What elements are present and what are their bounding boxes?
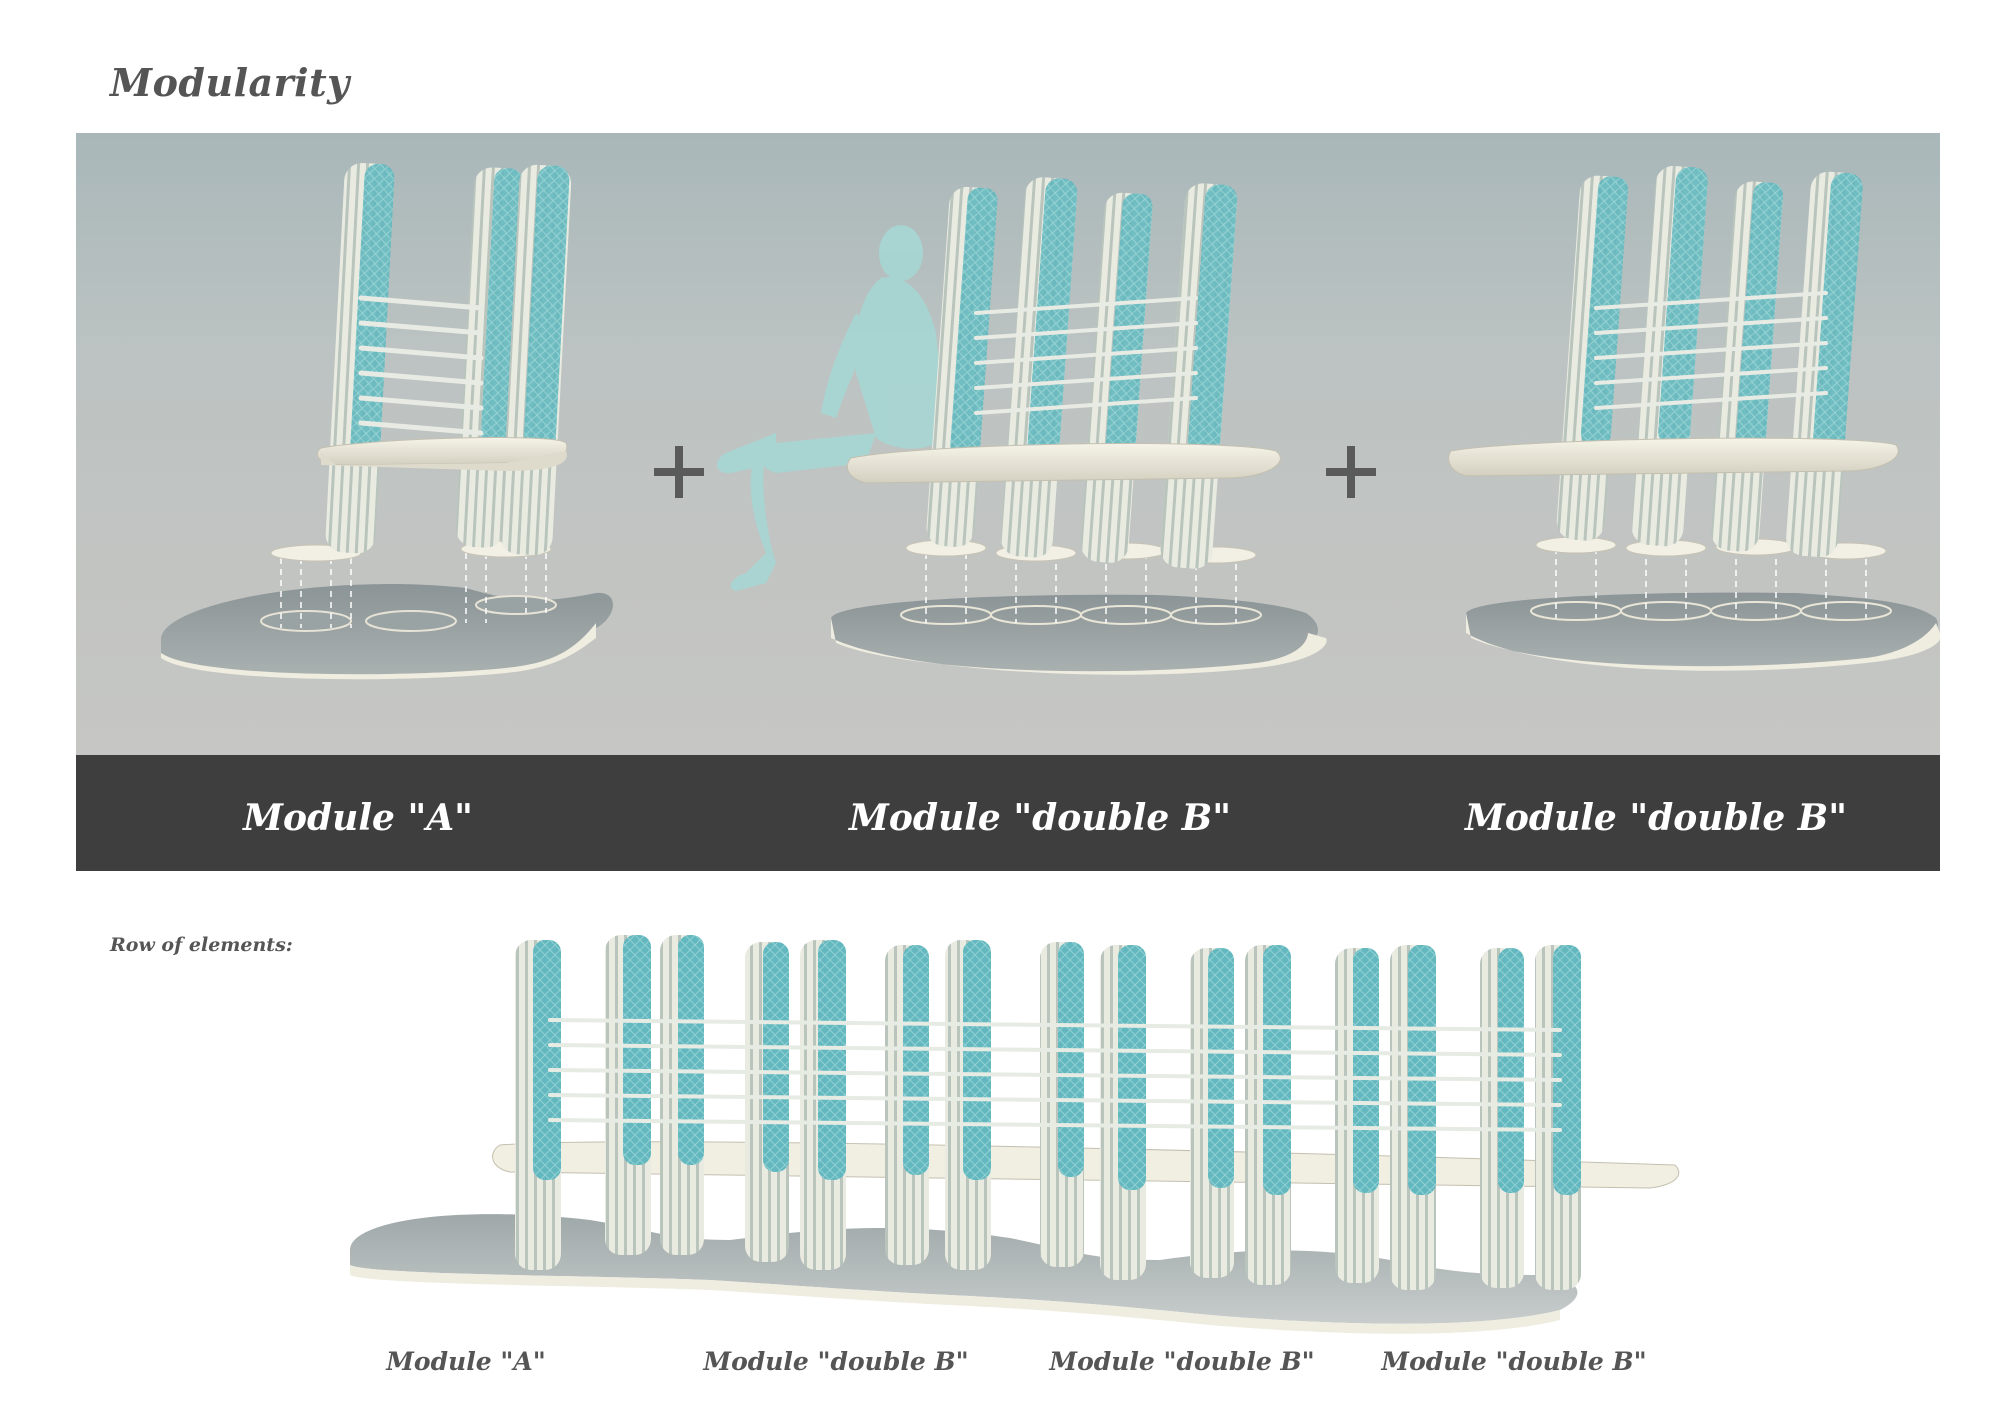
seated-person-silhouette bbox=[716, 225, 946, 591]
plus-icon bbox=[1326, 446, 1376, 498]
module-label-bar: Module "A" Module "double B" Module "dou… bbox=[76, 755, 1940, 871]
row-section-title: Row of elements: bbox=[110, 934, 293, 956]
module-double-b-label-2: Module "double B" bbox=[1465, 797, 1847, 839]
module-render-panel bbox=[76, 133, 1940, 755]
module-a-render bbox=[161, 162, 613, 680]
plus-icon bbox=[654, 446, 704, 498]
module-render-canvas bbox=[161, 162, 1940, 680]
row-module-a-label: Module "A" bbox=[386, 1347, 546, 1376]
row-of-elements-render bbox=[350, 935, 1680, 1334]
module-double-b-render-2 bbox=[1448, 165, 1940, 671]
page-title: Modularity bbox=[110, 60, 350, 105]
row-module-double-b-label-3: Module "double B" bbox=[1381, 1347, 1647, 1376]
row-module-double-b-label-1: Module "double B" bbox=[703, 1347, 969, 1376]
row-module-double-b-label-2: Module "double B" bbox=[1049, 1347, 1315, 1376]
module-double-b-render-1 bbox=[716, 177, 1327, 675]
module-a-label: Module "A" bbox=[243, 797, 473, 839]
module-double-b-label-1: Module "double B" bbox=[849, 797, 1231, 839]
